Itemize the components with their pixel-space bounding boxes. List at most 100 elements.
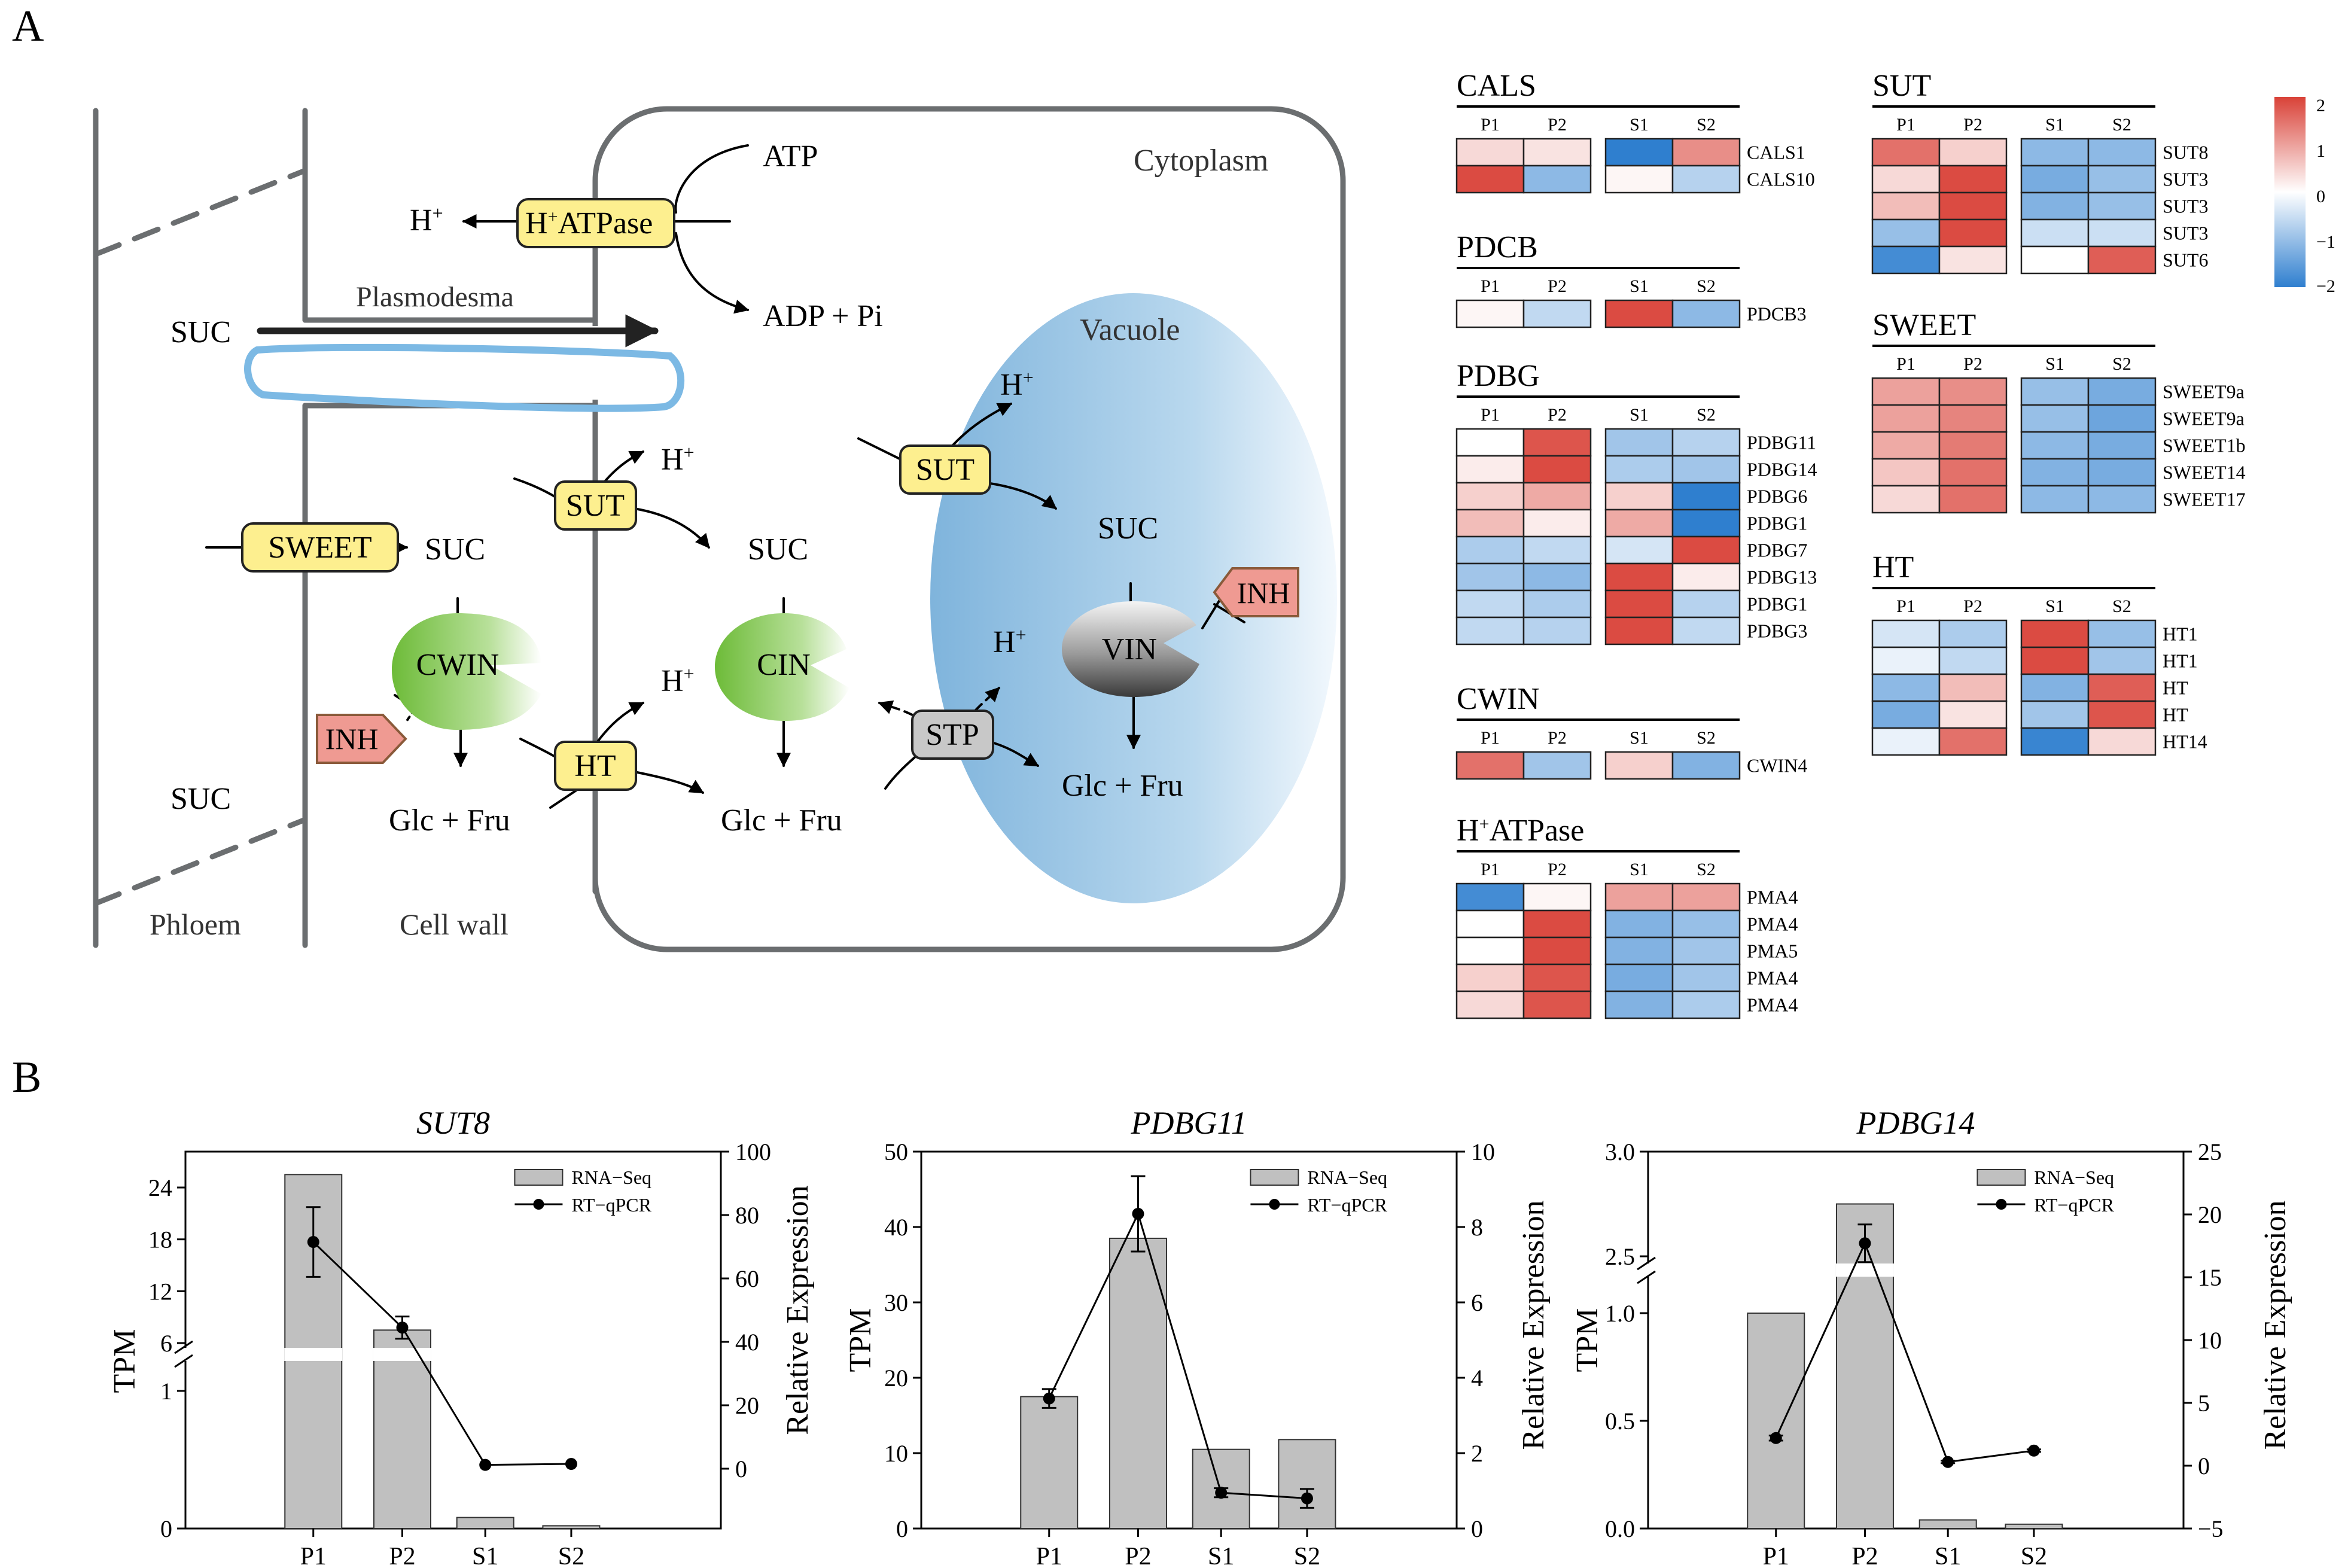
heatmap-cell xyxy=(2087,431,2157,460)
y-tick-label: 2.5 xyxy=(1605,1243,1635,1270)
y-axis-label: TPM xyxy=(1570,1308,1604,1372)
heatmap-cell xyxy=(1671,509,1741,538)
heatmap-cell xyxy=(1604,455,1674,484)
vacuole xyxy=(930,293,1337,903)
label-cytoplasm: Cytoplasm xyxy=(1134,144,1268,178)
heatmap-column-label: P1 xyxy=(1896,115,1915,135)
heatmap-column-label: S2 xyxy=(1697,405,1716,425)
x-tick-label: P1 xyxy=(1763,1543,1789,1568)
heatmap-gene-label: SUT3 xyxy=(2163,223,2208,244)
qpcr-point xyxy=(1770,1432,1782,1444)
heatmap-gene-label: CALS10 xyxy=(1747,169,1815,190)
heatmap-cell xyxy=(1455,616,1525,646)
heatmap-cell xyxy=(1604,616,1674,646)
qpcr-point xyxy=(307,1236,319,1249)
heatmap-gene-label: SUT3 xyxy=(2163,169,2208,190)
heatmap-gene-label: PDBG3 xyxy=(1747,620,1807,642)
y2-tick-label: 80 xyxy=(735,1202,759,1229)
heatmap-gene-label: HT xyxy=(2163,677,2188,699)
axis-break-mark xyxy=(174,1354,193,1368)
axis-break-gap xyxy=(1835,1263,1894,1277)
chart-title: SUT8 xyxy=(416,1105,490,1141)
heatmap-cell xyxy=(1455,482,1525,511)
plasmodesma-gap xyxy=(589,326,602,400)
heatmap-cell xyxy=(2020,700,2090,729)
h-plus-stp-vac: H+ xyxy=(993,624,1027,659)
heatmap-cell xyxy=(1938,377,2008,406)
heatmap-cell xyxy=(1871,245,1941,275)
x-tick-label: P2 xyxy=(1851,1543,1878,1568)
glc-fru-vacuole: Glc + Fru xyxy=(1062,769,1183,803)
heatmap-column-label: S2 xyxy=(2112,354,2131,374)
heatmap-column-label: S1 xyxy=(1630,728,1649,748)
qpcr-point xyxy=(1942,1456,1954,1468)
qpcr-point xyxy=(1043,1392,1055,1405)
heatmap-cell xyxy=(1871,485,1941,514)
heatmap-gene-label: SUT6 xyxy=(2163,249,2208,271)
heatmap-gene-label: PDBG6 xyxy=(1747,486,1807,507)
heatmap-cell xyxy=(2020,404,2090,433)
heatmap-cell xyxy=(2020,646,2090,675)
heatmap-cell xyxy=(2087,673,2157,702)
y-tick-label: 20 xyxy=(884,1365,908,1392)
x-tick-label: P1 xyxy=(300,1543,327,1568)
y-tick-label: 50 xyxy=(884,1138,908,1165)
heatmap-cell xyxy=(1604,535,1674,565)
heatmap-gene-label: PDBG1 xyxy=(1747,593,1807,615)
axis-break-gap xyxy=(373,1348,431,1361)
heatmap-column-label: S1 xyxy=(1630,860,1649,879)
legend-label-qpcr: RT−qPCR xyxy=(1307,1194,1387,1216)
x-tick-label: P1 xyxy=(1036,1543,1062,1568)
heatmap-cell xyxy=(2087,619,2157,648)
heatmap-cell xyxy=(1522,138,1592,167)
heatmap-cell xyxy=(1871,404,1941,433)
heatmap-cell xyxy=(2020,138,2090,167)
inh-cellwall: INH xyxy=(316,714,407,764)
heatmap-cell xyxy=(2020,431,2090,460)
y-tick-label: 3.0 xyxy=(1605,1138,1635,1165)
cin-enzyme: CIN xyxy=(715,613,849,721)
colorbar-tick-1: 1 xyxy=(2316,141,2325,161)
suc-cytoplasm: SUC xyxy=(748,532,808,567)
axis-break-mark xyxy=(174,1340,193,1354)
heatmap-cell xyxy=(1522,482,1592,511)
y-tick-label: 0 xyxy=(896,1515,908,1542)
x-tick-label: S2 xyxy=(2021,1543,2047,1568)
heatmap-cell xyxy=(1604,936,1674,966)
heatmap-column-label: P1 xyxy=(1481,115,1500,135)
heatmap-cell xyxy=(1522,509,1592,538)
heatmap-title: SWEET xyxy=(1872,308,1976,342)
heatmap-cell xyxy=(1604,482,1674,511)
chart-title: PDBG14 xyxy=(1856,1105,1975,1141)
qpcr-point xyxy=(1859,1237,1871,1250)
y-tick-label: 6 xyxy=(160,1330,172,1357)
heatmap-column-label: P2 xyxy=(1548,860,1567,879)
heatmap-title: H+ATPase xyxy=(1457,814,1584,848)
heatmap-cell xyxy=(2020,165,2090,194)
heatmap-gene-label: PMA4 xyxy=(1747,887,1798,908)
heatmap-cell xyxy=(1938,673,2008,702)
legend-swatch-rna xyxy=(1250,1169,1299,1186)
heatmap-title: PDBG xyxy=(1457,359,1540,393)
heatmap-cell xyxy=(1871,727,1941,756)
heatmap-cell xyxy=(1522,165,1592,194)
y2-tick-label: 4 xyxy=(1471,1365,1483,1392)
qpcr-point xyxy=(396,1322,409,1334)
heatmap-cell xyxy=(2087,191,2157,221)
colorbar-tick-2: 2 xyxy=(2316,96,2325,115)
heatmap-column-label: S1 xyxy=(1630,115,1649,135)
heatmap-gene-label: HT1 xyxy=(2163,650,2198,672)
sweet-box: SWEET xyxy=(241,522,399,573)
heatmap-cell xyxy=(2087,646,2157,675)
heatmap-column-label: S1 xyxy=(2045,115,2064,135)
heatmap-cell xyxy=(1671,990,1741,1019)
sut-box-pm: SUT xyxy=(554,480,637,531)
heatmap-column-label: P2 xyxy=(1963,115,1982,135)
heatmap-cell xyxy=(1604,428,1674,457)
x-tick-label: S1 xyxy=(472,1543,498,1568)
